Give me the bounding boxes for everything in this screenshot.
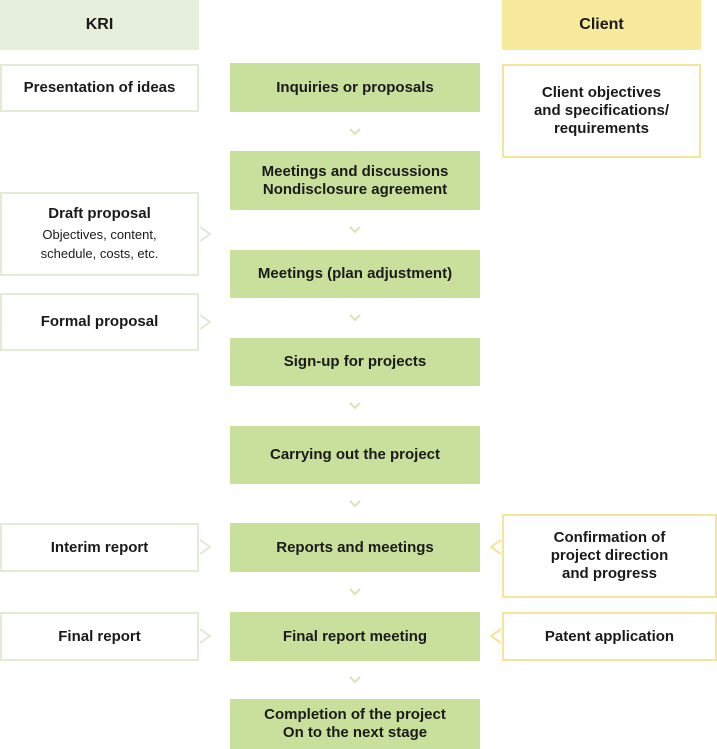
client-header-label: Client bbox=[579, 16, 624, 33]
note-detail: schedule, costs, etc. bbox=[40, 246, 159, 261]
note-label: and specifications/ bbox=[533, 102, 670, 119]
pointer-left-icon bbox=[490, 628, 502, 644]
note-label: Confirmation of bbox=[553, 529, 666, 546]
step-inquiries: Inquiries or proposals bbox=[230, 63, 480, 112]
note-label: Final report bbox=[58, 627, 141, 645]
client-note-confirmation: Confirmation of project direction and pr… bbox=[502, 514, 717, 598]
step-sign-up: Sign-up for projects bbox=[230, 338, 480, 386]
chevron-down-icon bbox=[349, 226, 361, 234]
step-label: Meetings and discussions bbox=[261, 162, 449, 180]
client-note-patent: Patent application bbox=[502, 612, 717, 661]
step-reports-meetings: Reports and meetings bbox=[230, 523, 480, 572]
pointer-right-icon bbox=[199, 314, 211, 330]
step-final-report-meeting: Final report meeting bbox=[230, 612, 480, 661]
step-label: Final report meeting bbox=[282, 627, 428, 645]
client-note-objectives: Client objectives and specifications/ re… bbox=[502, 64, 701, 158]
step-meetings-discussions: Meetings and discussions Nondisclosure a… bbox=[230, 151, 480, 210]
pointer-left-icon bbox=[490, 539, 502, 555]
step-label: Completion of the project bbox=[264, 706, 446, 723]
chevron-down-icon bbox=[349, 676, 361, 684]
kri-header: KRI bbox=[0, 0, 199, 50]
note-label: requirements bbox=[553, 120, 650, 137]
step-plan-adjustment: Meetings (plan adjustment) bbox=[230, 250, 480, 298]
pointer-right-icon bbox=[199, 226, 211, 242]
chevron-down-icon bbox=[349, 402, 361, 410]
step-label: Inquiries or proposals bbox=[276, 78, 434, 96]
chevron-down-icon bbox=[349, 314, 361, 322]
chevron-down-icon bbox=[349, 128, 361, 136]
note-title: Draft proposal bbox=[48, 205, 151, 222]
note-label: project direction bbox=[550, 547, 669, 564]
step-carrying-out: Carrying out the project bbox=[230, 426, 480, 484]
pointer-right-icon bbox=[199, 539, 211, 555]
pointer-right-icon bbox=[199, 628, 211, 644]
note-label: Client objectives bbox=[541, 84, 662, 101]
chevron-down-icon bbox=[349, 500, 361, 508]
kri-note-interim-report: Interim report bbox=[0, 523, 199, 572]
kri-note-draft-proposal: Draft proposal Objectives, content, sche… bbox=[0, 192, 199, 276]
step-label: On to the next stage bbox=[282, 724, 428, 741]
kri-note-final-report: Final report bbox=[0, 612, 199, 661]
note-label: Presentation of ideas bbox=[23, 79, 176, 96]
step-label: Reports and meetings bbox=[276, 538, 434, 556]
kri-note-presentation: Presentation of ideas bbox=[0, 64, 199, 112]
client-header: Client bbox=[502, 0, 701, 50]
step-label: Sign-up for projects bbox=[283, 353, 427, 370]
note-label: and progress bbox=[561, 565, 658, 582]
kri-note-formal-proposal: Formal proposal bbox=[0, 293, 199, 351]
step-label: Nondisclosure agreement bbox=[262, 180, 448, 198]
step-label: Meetings (plan adjustment) bbox=[257, 265, 453, 282]
note-label: Formal proposal bbox=[40, 313, 159, 330]
note-detail: Objectives, content, bbox=[42, 227, 157, 242]
step-label: Carrying out the project bbox=[269, 446, 441, 463]
step-completion: Completion of the project On to the next… bbox=[230, 699, 480, 749]
chevron-down-icon bbox=[349, 588, 361, 596]
note-label: Interim report bbox=[50, 538, 149, 556]
kri-header-label: KRI bbox=[85, 16, 114, 33]
note-label: Patent application bbox=[544, 627, 675, 645]
